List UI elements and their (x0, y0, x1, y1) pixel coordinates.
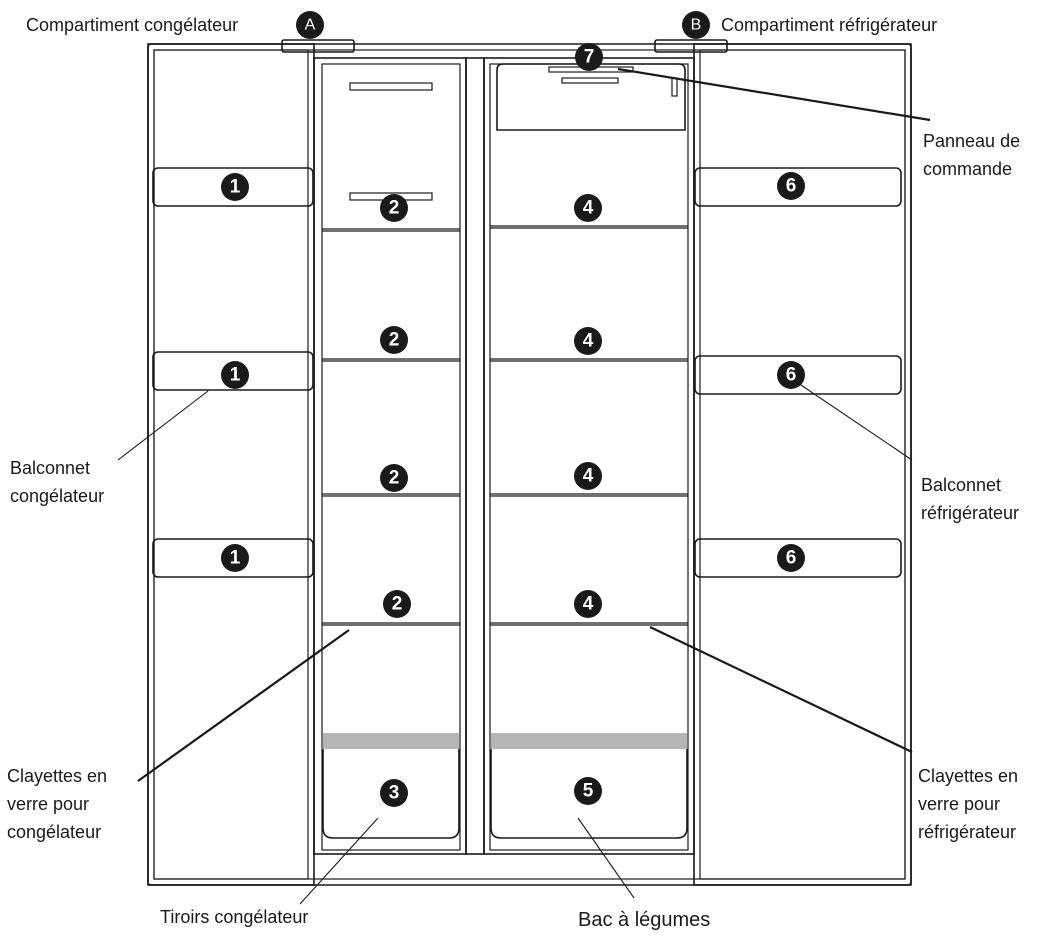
svg-text:B: B (691, 17, 702, 34)
crisper-rail (491, 733, 687, 749)
freezer-drawer-rail (323, 733, 459, 749)
badge-control-panel: 7 (575, 43, 603, 71)
fridge-glass-shelves-label: Clayettes en verre pour réfrigérateur (918, 766, 1023, 842)
freezer-compartment-label: Compartiment congélateur (26, 15, 238, 35)
freezer-door-shelf-2 (152, 351, 314, 391)
leader-lines (117, 67, 931, 905)
badge-freezer-door-shelf-2: 1 (221, 361, 249, 389)
svg-text:1: 1 (230, 548, 241, 569)
svg-text:4: 4 (583, 594, 594, 615)
svg-text:6: 6 (786, 548, 797, 569)
badge-freezer-shelf-3: 2 (380, 464, 408, 492)
badge-freezer-letter: A (296, 11, 324, 39)
badge-fridge-shelf-3: 4 (574, 462, 602, 490)
fridge-door (693, 43, 912, 886)
svg-text:4: 4 (583, 466, 594, 487)
freezer-door-shelf-3 (152, 538, 314, 578)
freezer-drawers-label: Tiroirs congélateur (160, 907, 308, 927)
badge-freezer-drawer: 3 (380, 779, 408, 807)
crisper-drawer (490, 749, 688, 839)
freezer-drawer (322, 749, 460, 839)
badge-freezer-door-shelf-1: 1 (221, 173, 249, 201)
badge-fridge-letter: B (682, 11, 710, 39)
badge-fridge-shelf-4: 4 (574, 590, 602, 618)
fridge-door-shelf-1 (694, 167, 902, 207)
badge-freezer-shelf-2: 2 (380, 326, 408, 354)
badge-fridge-shelf-1: 4 (574, 194, 602, 222)
svg-text:5: 5 (583, 781, 594, 802)
freezer-door (147, 43, 315, 886)
center-mullion (465, 57, 485, 855)
crisper-label: Bac à légumes (578, 909, 710, 931)
control-panel-housing (496, 63, 686, 131)
badge-freezer-door-shelf-3: 1 (221, 544, 249, 572)
leader-freezer-door-shelf (117, 390, 209, 461)
badge-fridge-door-shelf-1: 6 (777, 172, 805, 200)
svg-text:6: 6 (786, 365, 797, 386)
leader-crisper (577, 817, 635, 899)
freezer-vent-top (349, 82, 433, 91)
svg-text:4: 4 (583, 198, 594, 219)
badge-freezer-shelf-1: 2 (380, 194, 408, 222)
fridge-door-shelf-2 (694, 355, 902, 395)
svg-text:3: 3 (389, 783, 400, 804)
freezer-glass-shelves-label: Clayettes en verre pour congélateur (7, 766, 112, 842)
svg-text:6: 6 (786, 176, 797, 197)
cabinet (147, 39, 912, 886)
fridge-hinge (654, 39, 728, 53)
leader-control-panel (617, 67, 931, 122)
freezer-hinge (281, 39, 355, 53)
svg-text:2: 2 (392, 594, 403, 615)
light-switch (671, 77, 678, 97)
svg-text:2: 2 (389, 198, 400, 219)
svg-text:4: 4 (583, 331, 594, 352)
svg-text:1: 1 (230, 365, 241, 386)
badge-fridge-door-shelf-3: 6 (777, 544, 805, 572)
control-panel-label: Panneau de commande (923, 131, 1025, 179)
svg-text:2: 2 (389, 468, 400, 489)
leader-fridge-door-shelf (797, 382, 913, 461)
badge-crisper: 5 (574, 777, 602, 805)
badge-fridge-door-shelf-2: 6 (777, 361, 805, 389)
badge-fridge-shelf-2: 4 (574, 327, 602, 355)
leader-freezer-drawers (299, 817, 379, 905)
fridge-door-shelf-3 (694, 538, 902, 578)
leader-freezer-glass-shelves (137, 629, 350, 782)
svg-text:2: 2 (389, 330, 400, 351)
badge-freezer-shelf-4: 2 (383, 590, 411, 618)
freezer-door-shelf-label: Balconnet congélateur (10, 458, 104, 506)
fridge-door-shelf-label: Balconnet réfrigérateur (921, 475, 1019, 523)
leader-fridge-glass-shelves (649, 626, 913, 753)
freezer-door-shelf-1 (152, 167, 314, 207)
svg-text:A: A (305, 17, 316, 34)
svg-text:7: 7 (584, 47, 595, 68)
svg-text:1: 1 (230, 177, 241, 198)
freezer-interior (313, 57, 467, 855)
fridge-interior (483, 57, 695, 855)
fridge-compartment-label: Compartiment réfrigérateur (721, 15, 937, 35)
